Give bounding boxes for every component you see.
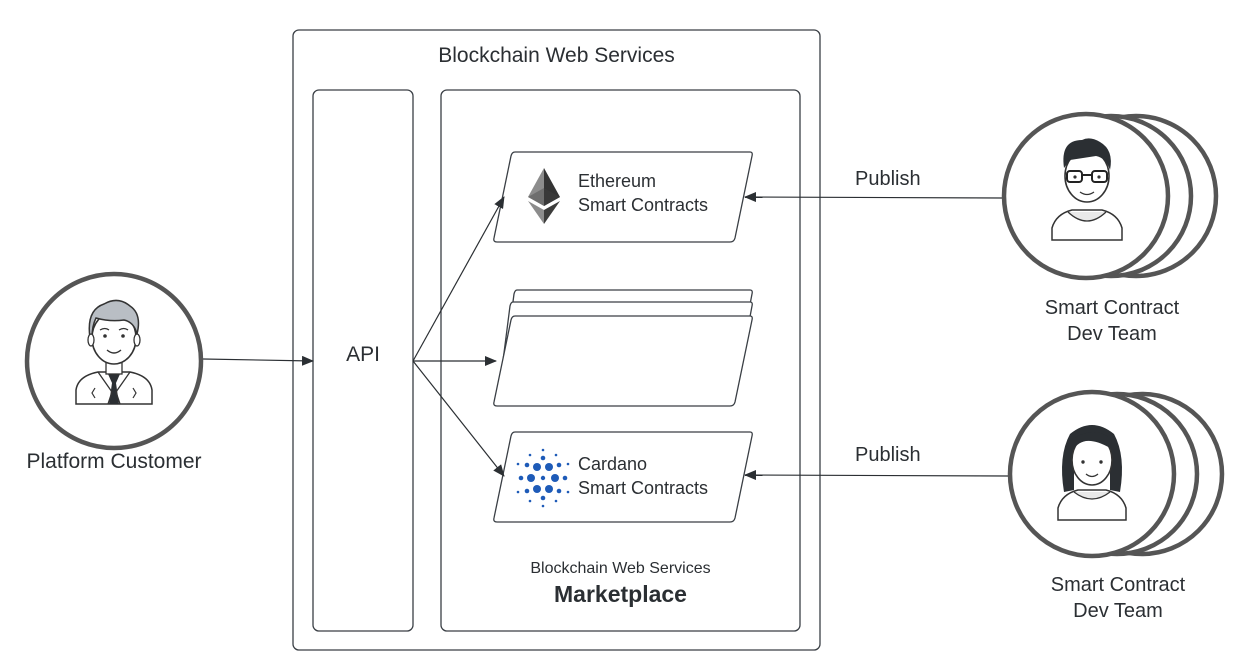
dev-team-2-label-line2: Dev Team [1073,600,1163,622]
api-label: API [346,343,380,366]
other-contracts-stack [493,289,753,407]
marketplace-title: Marketplace [554,581,687,607]
arrow-devteam2-to-cardano [744,470,1009,481]
dev-team-1-label-line2: Dev Team [1067,323,1157,345]
arrow-api-to-ethereum [412,196,505,362]
ethereum-label-line1: Ethereum [578,171,657,191]
publish-label-2: Publish [855,444,921,466]
publish-label-1: Publish [855,168,921,190]
platform-customer-label: Platform Customer [26,450,202,473]
ethereum-label-line2: Smart Contracts [578,195,709,215]
cardano-logo-icon [516,448,570,508]
arrow-api-to-cardano [412,360,505,477]
dev-team-1-avatar [1001,111,1219,281]
cardano-label-line1: Cardano [578,454,648,474]
arrow-devteam1-to-ethereum [744,192,1003,203]
ethereum-contracts-card [493,151,753,243]
dev-team-1-label-line1: Smart Contract [1044,297,1180,319]
ethereum-logo-icon [528,168,560,224]
arrow-customer-to-api [202,355,314,366]
platform-customer-avatar [24,271,204,451]
dev-team-2-label-line1: Smart Contract [1050,574,1186,596]
dev-team-2-avatar [1007,389,1225,559]
marketplace-subtitle: Blockchain Web Services [530,560,711,577]
cardano-contracts-card [493,431,753,523]
cardano-label-line2: Smart Contracts [578,478,709,498]
outer-title: Blockchain Web Services [438,44,675,67]
